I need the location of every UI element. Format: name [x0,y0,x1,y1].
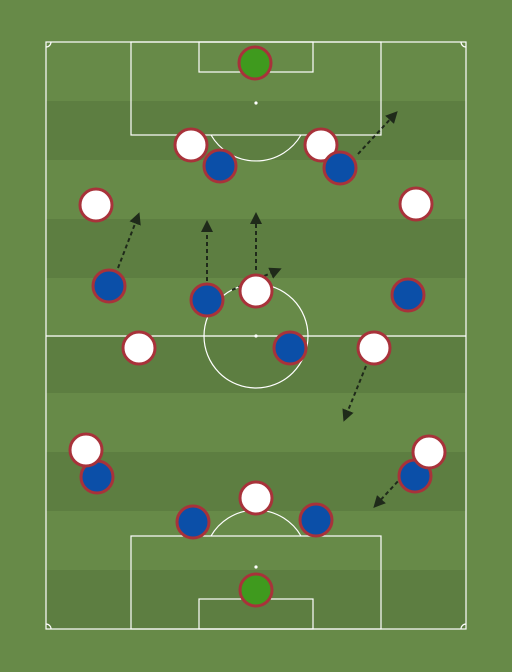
player-blue-forward-right[interactable] [322,150,358,186]
player-blue-striker-center[interactable] [272,330,308,366]
corner-arc-bottom-left [45,623,52,630]
player-blue-midfielder-center[interactable] [189,282,225,318]
run-arrow-top-right [357,111,398,155]
player-top-goalkeeper[interactable] [237,45,273,81]
player-white-midfielder-center[interactable] [238,273,274,309]
run-arrow-right-midfield [342,365,367,422]
pitch-markings [45,41,467,630]
top-penalty-spot [254,101,258,105]
player-blue-forward-left[interactable] [202,148,238,184]
player-white-striker[interactable] [238,480,274,516]
player-white-winger-left[interactable] [68,432,104,468]
corner-arc-top-left [45,41,52,48]
player-white-center-back-right[interactable] [303,127,339,163]
center-spot [254,334,258,338]
player-white-winger-right[interactable] [411,434,447,470]
player-white-midfielder-left[interactable] [121,330,157,366]
players [68,45,447,608]
corner-arc-top-right [460,41,467,48]
player-blue-midfielder-right[interactable] [390,277,426,313]
top-penalty-arc [210,134,302,162]
bottom-penalty-spot [254,565,258,569]
player-white-center-back-left[interactable] [173,127,209,163]
movement-arrows [117,111,413,508]
player-white-fullback-right[interactable] [398,186,434,222]
run-arrow-left-wing [117,212,141,269]
player-blue-center-back-left[interactable] [175,504,211,540]
player-white-fullback-left[interactable] [78,187,114,223]
player-blue-center-back-right[interactable] [298,502,334,538]
corner-arc-bottom-right [460,623,467,630]
player-white-midfielder-right[interactable] [356,330,392,366]
player-bottom-goalkeeper[interactable] [238,572,274,608]
pitch-spots [254,101,258,569]
player-blue-midfielder-left[interactable] [91,268,127,304]
